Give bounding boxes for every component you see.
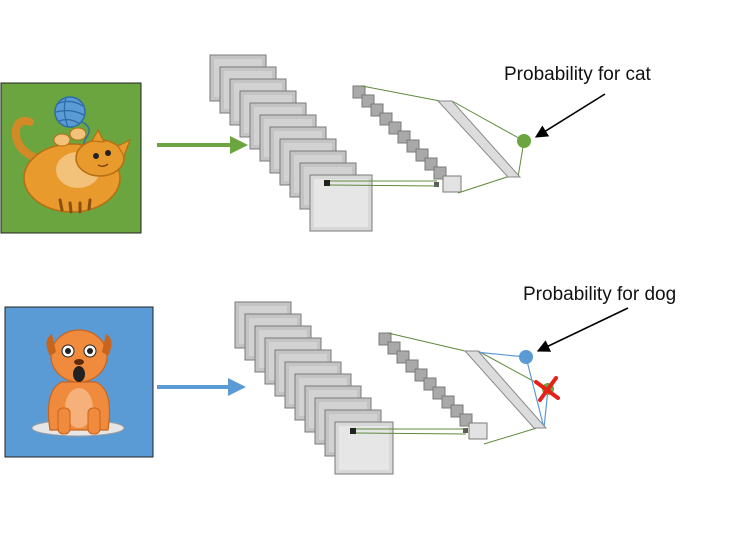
cat-conv-layer-stack bbox=[209, 54, 373, 232]
dog-label-arrow bbox=[536, 307, 629, 352]
dog-input-arrow bbox=[157, 378, 246, 396]
cat-input-arrow bbox=[157, 136, 248, 154]
dog-pool-point bbox=[463, 428, 468, 433]
cat-label-arrow bbox=[534, 93, 606, 138]
dog-probability-label: Probability for dog bbox=[523, 284, 676, 305]
reject-x-icon bbox=[534, 376, 560, 402]
dog-image-icon bbox=[4, 306, 154, 458]
pool-layer bbox=[468, 422, 488, 440]
dog-row: Probability for dog bbox=[4, 284, 676, 475]
cat-image-icon bbox=[0, 82, 142, 234]
pool-layer bbox=[442, 175, 462, 193]
cat-probability-label: Probability for cat bbox=[504, 64, 652, 85]
dog-conv-layer-stack bbox=[234, 301, 394, 475]
cat-feature-point bbox=[324, 180, 330, 186]
dog-output-node bbox=[519, 350, 533, 364]
dog-fc-layer bbox=[463, 350, 548, 429]
dog-feature-point bbox=[350, 428, 356, 434]
cat-fc-layer bbox=[436, 100, 522, 178]
cat-pool-layer-stack bbox=[352, 85, 462, 193]
dog-pool-layer-stack bbox=[378, 332, 488, 440]
cat-pool-point bbox=[434, 182, 439, 187]
cat-row: Probability for cat bbox=[0, 54, 652, 234]
conv-layer-inner bbox=[314, 179, 368, 227]
cat-output-node bbox=[517, 134, 531, 148]
